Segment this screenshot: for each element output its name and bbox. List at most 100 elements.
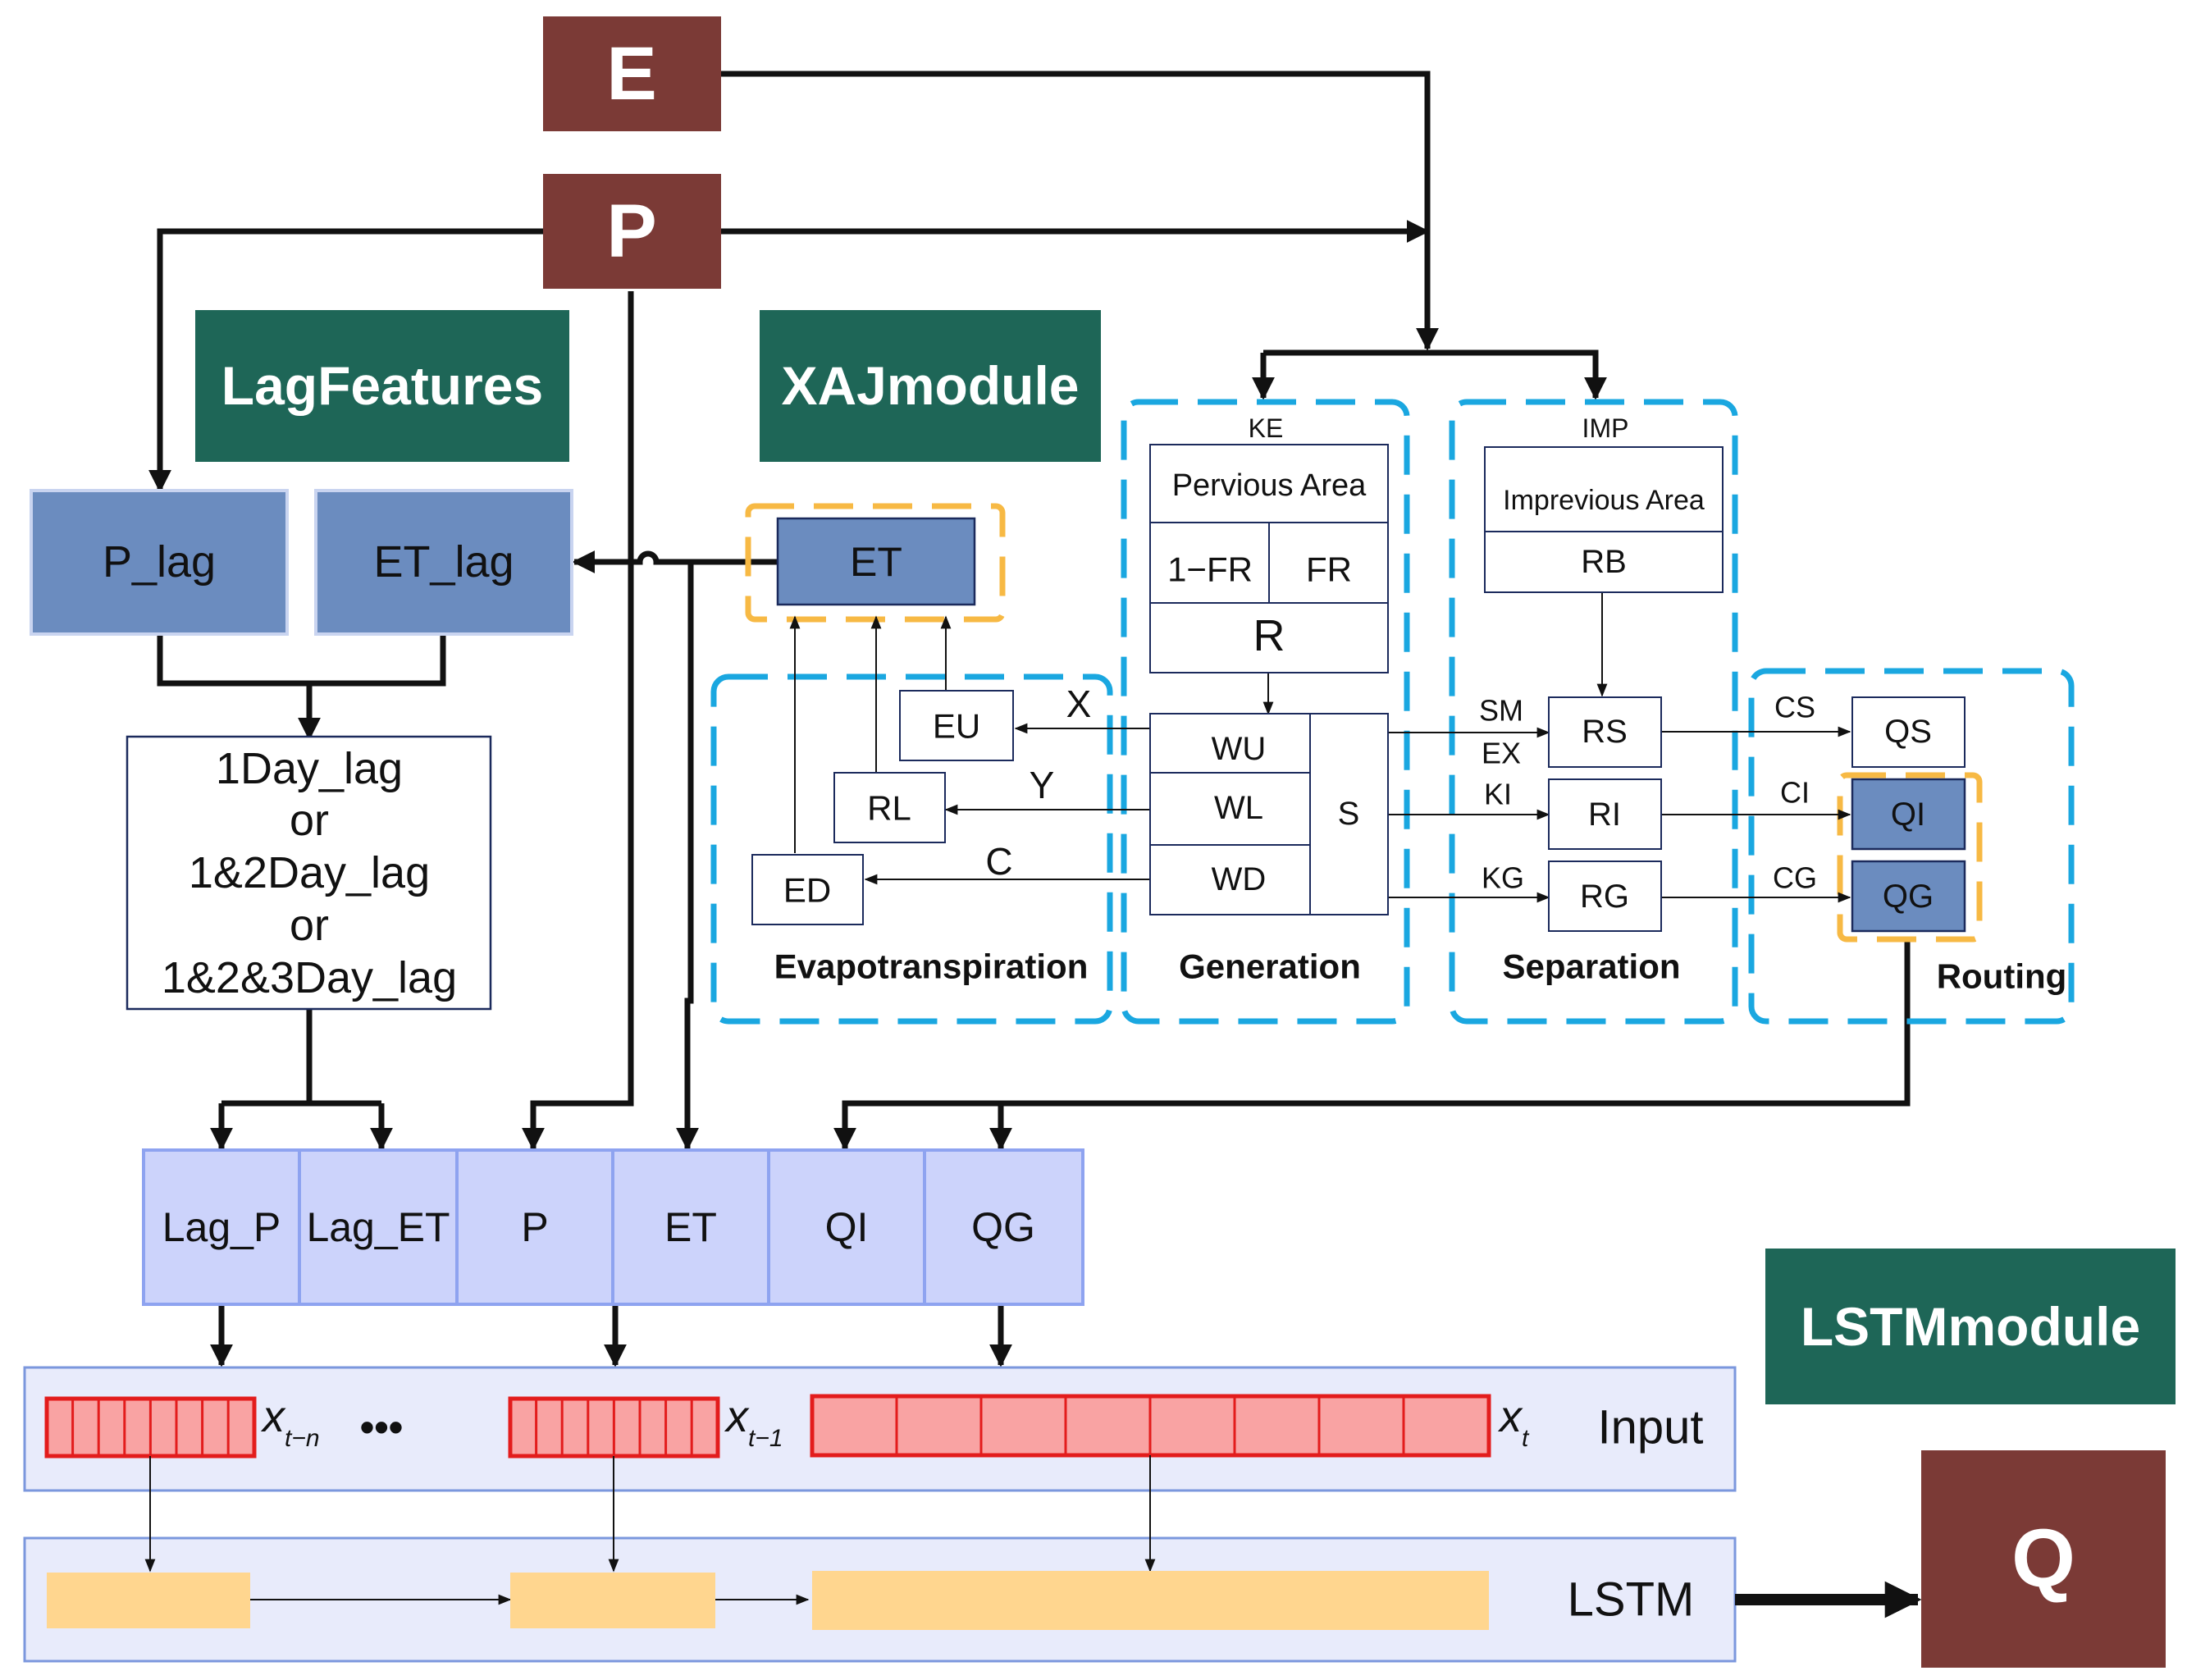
- feature-cell-p: [455, 1148, 614, 1306]
- lstmmodule-title: LSTMmodule: [1801, 1296, 2140, 1357]
- feature-p: P: [521, 1204, 548, 1250]
- cg-label: CG: [1773, 861, 1817, 895]
- p-lag-box: [30, 489, 289, 636]
- ri-box: [1548, 778, 1662, 850]
- lag-option-2: 1&2Day_lag: [189, 848, 430, 897]
- et-lag-box: [314, 489, 573, 636]
- rl-label: RL: [867, 789, 911, 828]
- qg-label: QG: [1883, 879, 1934, 915]
- ex-label: EX: [1482, 737, 1521, 770]
- wd-label: WD: [1212, 861, 1267, 897]
- lstmmodule-title-box: [1765, 1249, 2176, 1404]
- lstm-cell-t-n: [47, 1573, 250, 1628]
- qi-highlight: [1837, 772, 1983, 943]
- p-input-box: [543, 174, 721, 289]
- feature-qg: QG: [971, 1204, 1035, 1250]
- imp-label: IMP: [1582, 413, 1629, 443]
- ke-label: KE: [1249, 413, 1284, 443]
- qs-box: [1851, 696, 1966, 768]
- s-label: S: [1338, 796, 1360, 832]
- impervious-area-label: Imprevious Area: [1503, 485, 1705, 516]
- et-lag-label: ET_lag: [373, 537, 514, 587]
- x-t-symbol: xt: [1497, 1392, 1530, 1452]
- q-output-box: [1921, 1450, 2166, 1668]
- x-t-n-symbol: xt−n: [260, 1392, 320, 1452]
- lagfeatures-title-box: [195, 310, 569, 462]
- generation-region: [1121, 399, 1410, 1025]
- input-sequence-t-1: [508, 1396, 720, 1459]
- input-sequence-t: [810, 1394, 1491, 1458]
- et-box-label: ET: [850, 539, 902, 585]
- soil-store-box: [1149, 713, 1389, 915]
- lagfeatures-title: LagFeatures: [221, 355, 543, 416]
- feature-row: Lag_P Lag_ET P ET QI QG: [142, 1148, 1084, 1306]
- ki-label: KI: [1484, 778, 1512, 811]
- feature-cell-qg: [923, 1148, 1084, 1306]
- input-lane-label: Input: [1598, 1401, 1704, 1454]
- fr-label: FR: [1306, 550, 1352, 589]
- impervious-area-box: [1484, 446, 1724, 593]
- y-flow-label: Y: [1030, 764, 1055, 806]
- rl-box: [833, 772, 946, 843]
- rs-box: [1548, 696, 1662, 768]
- eu-label: EU: [933, 707, 980, 746]
- feature-qi: QI: [825, 1204, 869, 1250]
- separation-region: [1449, 399, 1738, 1025]
- e-input-box: [543, 16, 721, 131]
- rg-box: [1548, 861, 1662, 932]
- lag-option-or-2: or: [290, 901, 329, 950]
- lag-option-or-1: or: [290, 796, 329, 845]
- eu-box: [899, 690, 1014, 761]
- r-label: R: [1253, 611, 1285, 660]
- wu-label: WU: [1212, 731, 1267, 767]
- feature-lag-p: Lag_P: [162, 1204, 281, 1250]
- ci-label: CI: [1780, 776, 1810, 810]
- lag-options-box: [126, 735, 492, 1011]
- input-sequence-t-n: [44, 1396, 257, 1459]
- cs-label: CS: [1774, 691, 1815, 724]
- xajmodule-title: XAJmodule: [781, 355, 1079, 416]
- evap-section-title: Evapotranspiration: [774, 947, 1089, 986]
- feature-cell-lag-p: [142, 1148, 301, 1306]
- ed-box: [751, 854, 864, 925]
- routing-section-title: Routing: [1937, 957, 2067, 996]
- p-input-label: P: [606, 189, 656, 273]
- et-box: [776, 517, 976, 606]
- e-input-label: E: [606, 32, 656, 116]
- one-minus-fr-label: 1−FR: [1167, 550, 1253, 589]
- ed-label: ED: [783, 871, 831, 910]
- pervious-area-label: Pervious Area: [1172, 468, 1367, 503]
- feature-et: ET: [664, 1204, 717, 1250]
- sm-label: SM: [1479, 694, 1523, 728]
- routing-region: [1748, 668, 2075, 1025]
- lstm-cell-t: [812, 1571, 1489, 1630]
- separation-section-title: Separation: [1502, 947, 1680, 986]
- q-output-label: Q: [2011, 1513, 2075, 1605]
- x-flow-label: X: [1066, 682, 1092, 725]
- wl-label: WL: [1214, 790, 1263, 826]
- kg-label: KG: [1482, 861, 1524, 895]
- generation-section-title: Generation: [1179, 947, 1361, 986]
- main-connectors: [148, 71, 1911, 1367]
- c-flow-label: C: [985, 840, 1012, 883]
- xajmodule-title-box: [760, 310, 1101, 462]
- qg-box: [1851, 860, 1966, 933]
- rg-label: RG: [1580, 879, 1629, 915]
- lstm-cell-t-1: [510, 1573, 715, 1628]
- feature-cell-lag-et: [298, 1148, 459, 1306]
- lstm-lane-label: LSTM: [1568, 1573, 1695, 1627]
- p-lag-label: P_lag: [103, 537, 216, 587]
- lag-option-3: 1&2&3Day_lag: [162, 953, 457, 1002]
- ellipsis-dots: •••: [360, 1404, 404, 1450]
- qi-box: [1851, 778, 1966, 851]
- feature-cell-qi: [767, 1148, 926, 1306]
- lag-option-1: 1Day_lag: [216, 744, 403, 793]
- qi-label: QI: [1891, 797, 1925, 833]
- feature-cell-et: [611, 1148, 770, 1306]
- lstm-thin-arrows: [144, 1455, 1156, 1605]
- evap-region: [710, 673, 1113, 1025]
- rb-label: RB: [1581, 544, 1627, 580]
- ri-label: RI: [1588, 797, 1621, 833]
- qs-label: QS: [1884, 714, 1932, 750]
